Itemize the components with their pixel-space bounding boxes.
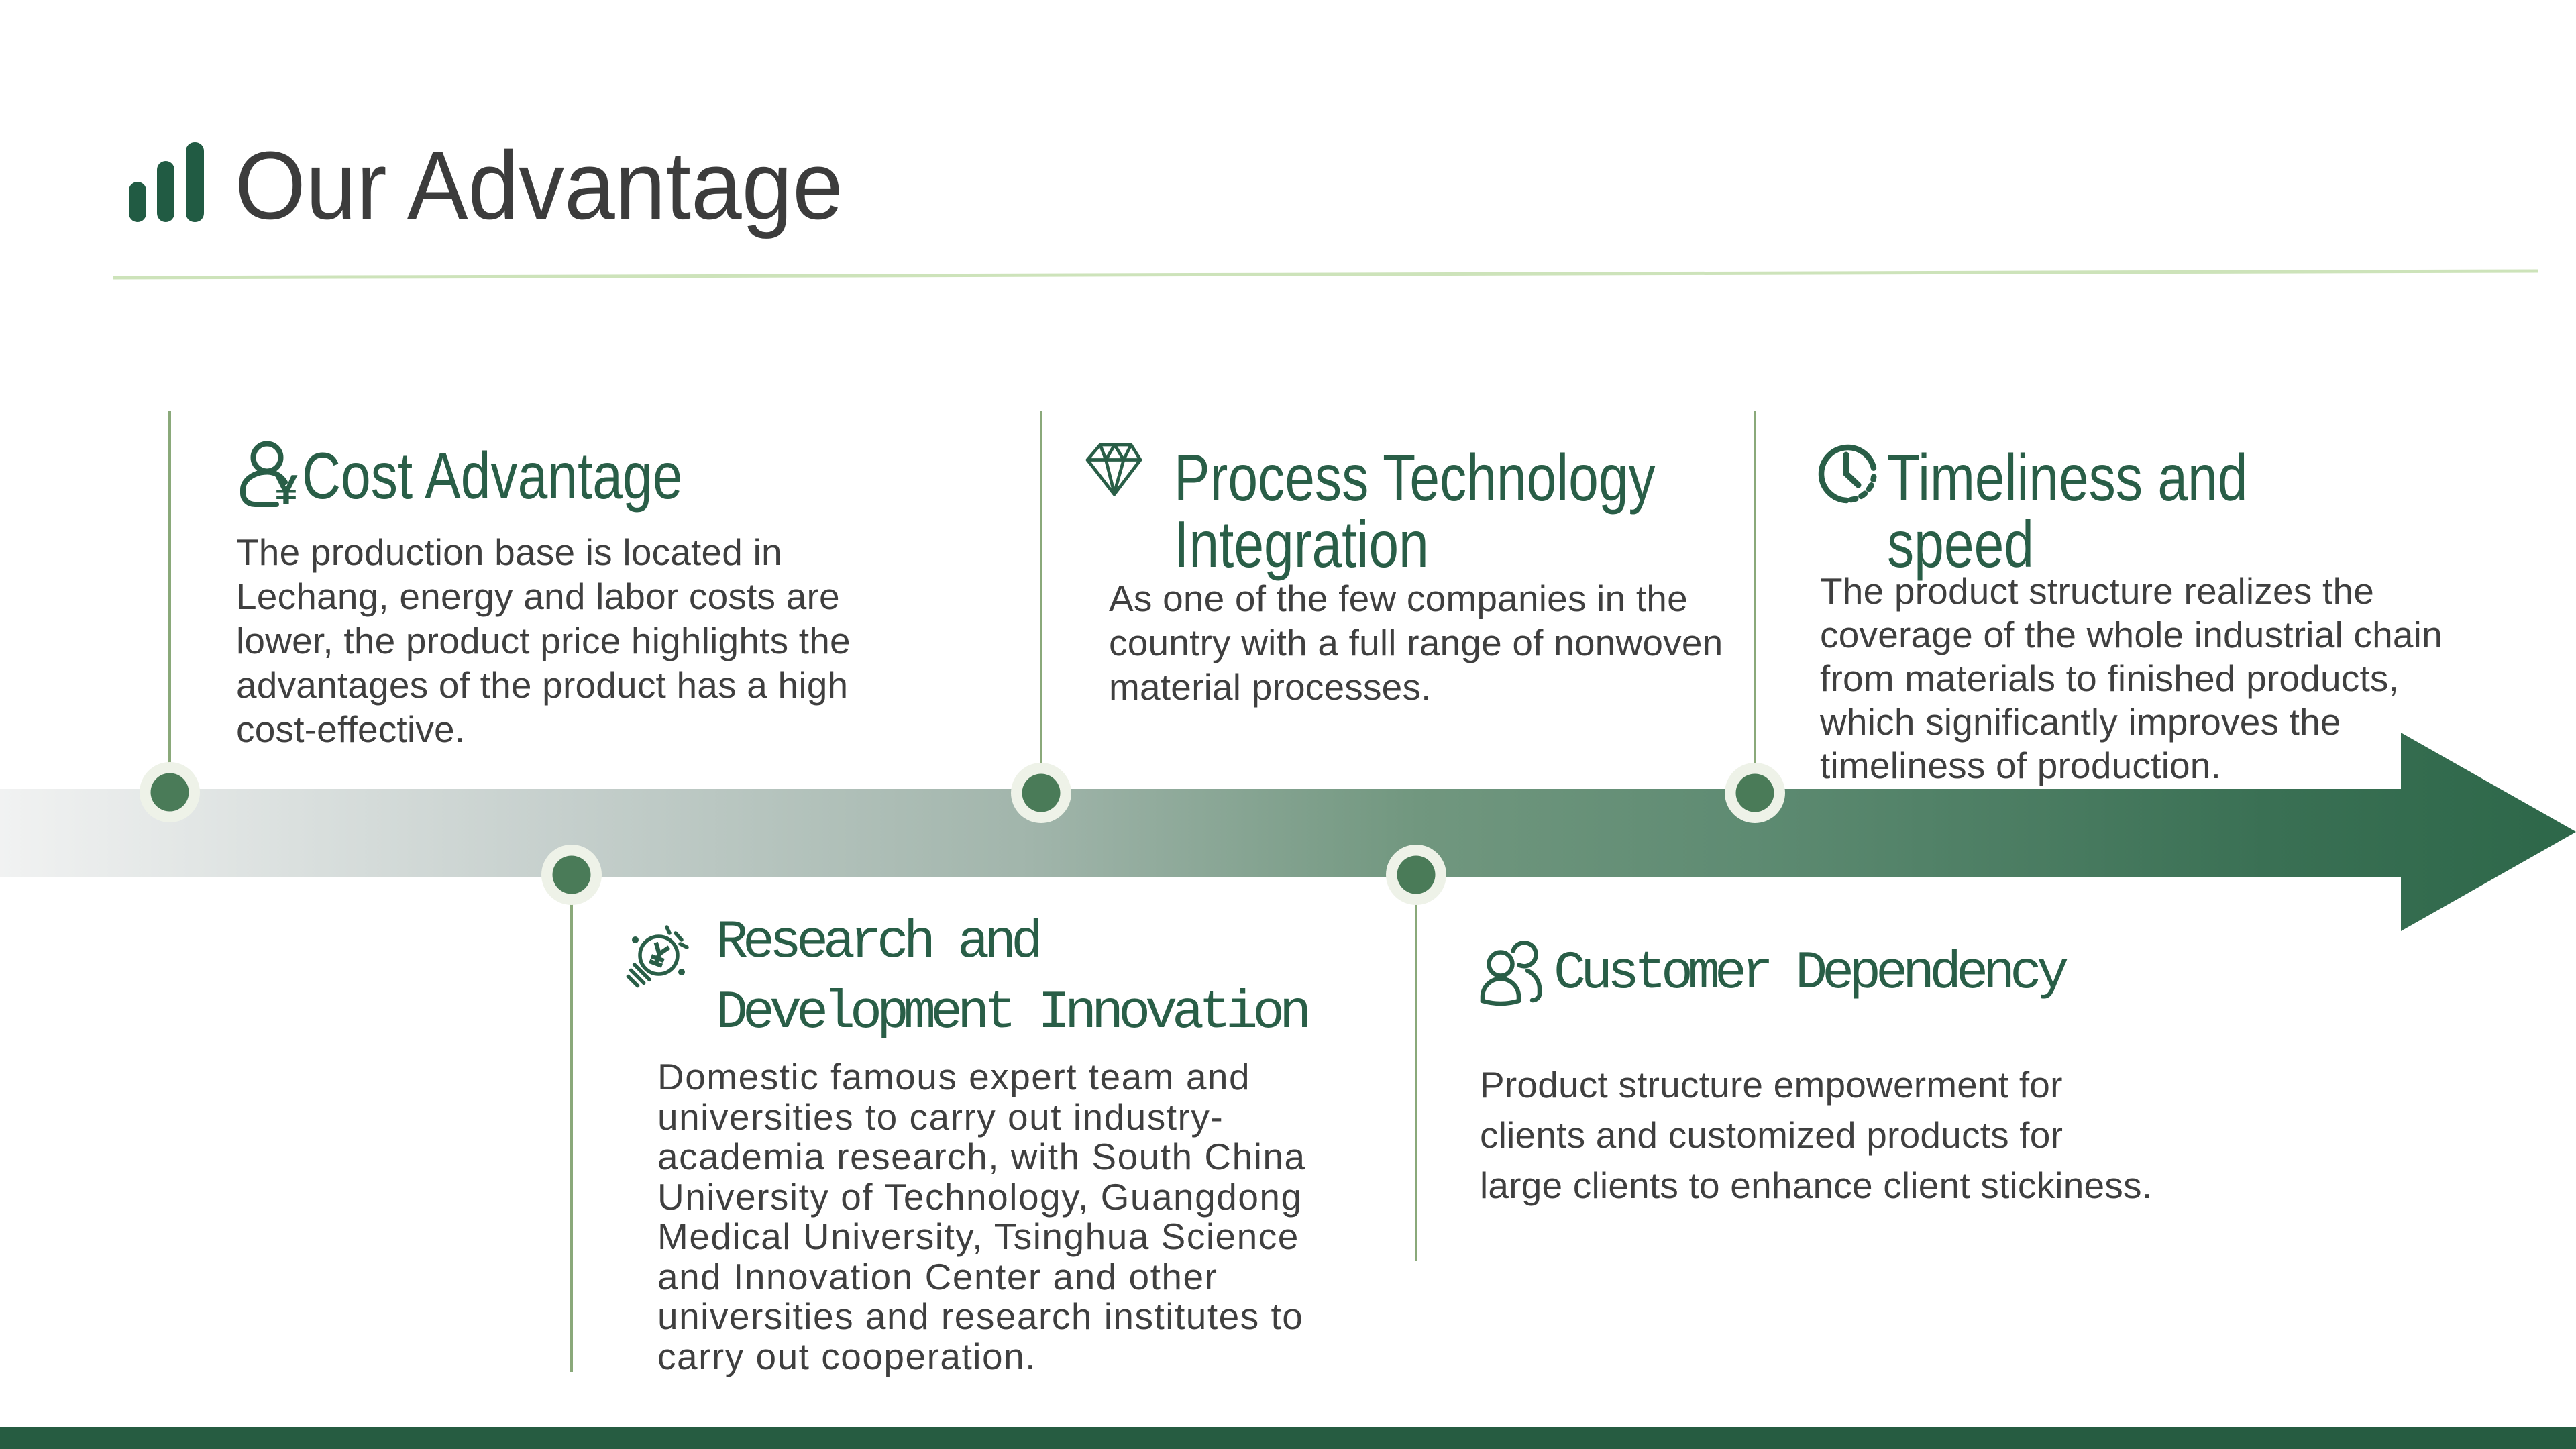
svg-text:¥: ¥ [274, 467, 298, 513]
